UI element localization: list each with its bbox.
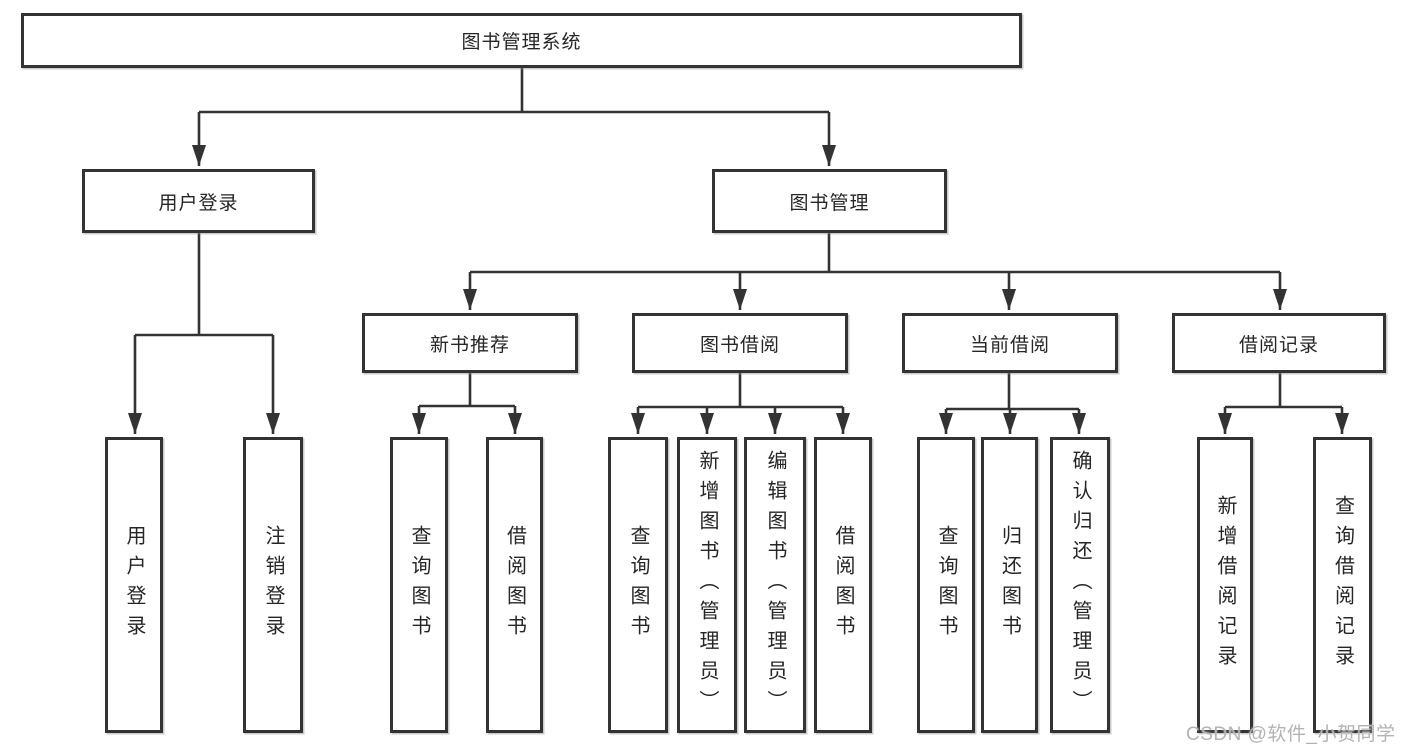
- leaf-confirm-return-admin: 确认归还（管理员）: [1050, 437, 1110, 733]
- leaf-logout: 注销登录: [243, 437, 303, 733]
- leaf-borrow-query-label: 查询图书: [627, 525, 649, 645]
- leaf-logout-label: 注销登录: [262, 525, 284, 645]
- node-book-mgmt-label: 图书管理: [789, 192, 870, 214]
- edge-root-bus: [199, 68, 829, 114]
- leaf-query-borrow-record-label: 查询借阅记录: [1331, 495, 1354, 675]
- leaf-borrow-edit-admin: 编辑图书（管理员）: [744, 437, 806, 733]
- node-new-book-recommend: 新书推荐: [362, 313, 578, 373]
- leaf-newbook-borrow-label: 借阅图书: [503, 525, 526, 645]
- leaf-user-login: 用户登录: [105, 437, 163, 733]
- csdn-watermark: CSDN @软件_小贺同学: [1186, 724, 1396, 745]
- leaf-add-borrow-record-label: 新增借阅记录: [1214, 495, 1236, 675]
- node-user-login-label: 用户登录: [158, 192, 239, 214]
- leaf-borrow-add-admin-label: 新增图书（管理员）: [696, 450, 718, 720]
- edge-new-book-bus: [419, 373, 515, 408]
- leaf-borrow-book: 借阅图书: [814, 437, 872, 733]
- node-borrow-records-label: 借阅记录: [1238, 334, 1319, 356]
- leaf-user-login-label: 用户登录: [123, 525, 145, 645]
- node-book-borrow-label: 图书借阅: [699, 334, 780, 356]
- node-root: 图书管理系统: [21, 13, 1022, 68]
- leaf-borrow-edit-admin-label: 编辑图书（管理员）: [764, 450, 786, 720]
- edge-book-borrow-bus: [638, 373, 843, 409]
- edge-borrow-records-bus: [1225, 373, 1342, 409]
- node-new-book-recommend-label: 新书推荐: [429, 334, 510, 356]
- leaf-add-borrow-record: 新增借阅记录: [1197, 437, 1253, 733]
- edge-user-login-bus: [135, 233, 273, 337]
- node-root-label: 图书管理系统: [461, 32, 582, 53]
- leaf-current-query-label: 查询图书: [935, 525, 957, 645]
- node-borrow-records: 借阅记录: [1172, 313, 1386, 373]
- leaf-borrow-add-admin: 新增图书（管理员）: [677, 437, 737, 733]
- node-current-borrow-label: 当前借阅: [969, 334, 1050, 356]
- leaf-confirm-return-admin-label: 确认归还（管理员）: [1069, 450, 1091, 720]
- leaf-query-borrow-record: 查询借阅记录: [1313, 437, 1372, 733]
- node-user-login: 用户登录: [82, 169, 315, 233]
- leaf-newbook-borrow: 借阅图书: [486, 437, 543, 733]
- leaf-newbook-query-label: 查询图书: [408, 525, 430, 645]
- leaf-newbook-query: 查询图书: [390, 437, 448, 733]
- leaf-return-book-label: 归还图书: [998, 525, 1021, 645]
- node-book-mgmt: 图书管理: [712, 169, 947, 233]
- edge-current-borrow-bus: [946, 373, 1079, 411]
- leaf-borrow-query: 查询图书: [608, 437, 668, 733]
- node-current-borrow: 当前借阅: [902, 313, 1118, 373]
- leaf-current-query: 查询图书: [917, 437, 975, 733]
- node-book-borrow: 图书借阅: [632, 313, 848, 373]
- leaf-return-book: 归还图书: [981, 437, 1038, 733]
- leaf-borrow-book-label: 借阅图书: [832, 525, 854, 645]
- edge-book-mgmt-bus: [470, 233, 1280, 274]
